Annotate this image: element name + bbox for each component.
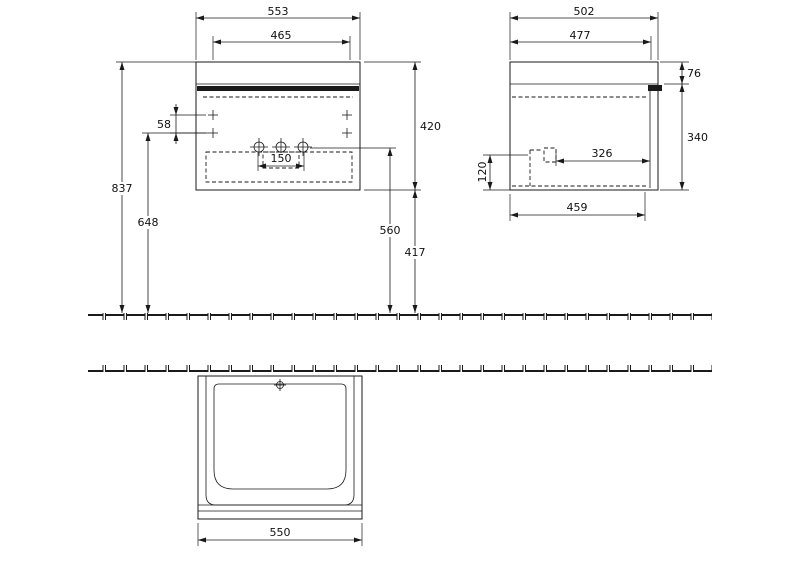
plan-tap-hole [274, 379, 286, 391]
dimension-front-inner-width: 465 [212, 29, 351, 60]
dimension-label: 459 [567, 201, 588, 214]
dimension-front-floor-clearance: 417 [402, 190, 428, 313]
dimension-label: 550 [270, 526, 291, 539]
side-handle-profile [648, 85, 662, 91]
plan-view [197, 375, 363, 520]
floor-hatch-line [88, 313, 712, 320]
dimension-label: 648 [138, 216, 159, 229]
front-view [195, 61, 361, 191]
dimension-side-recess-height: 120 [476, 154, 528, 191]
dimension-front-tap-hole-spacing: 150 [257, 152, 305, 171]
dimension-front-tap-height: 560 [310, 147, 403, 313]
plan-countertop-outline [205, 376, 355, 506]
dimension-label: 58 [157, 118, 171, 131]
front-tap-holes [250, 138, 312, 156]
dimension-front-mounting-height: 648 [135, 132, 208, 313]
dimension-front-top-edge-height: 837 [109, 61, 196, 313]
dimension-label: 560 [380, 224, 401, 237]
dimension-label: 120 [476, 162, 489, 183]
plan-cabinet-outline [197, 375, 363, 520]
dimension-label: 417 [405, 246, 426, 259]
dimension-label: 553 [268, 5, 289, 18]
dimension-side-inner-clear-depth: 326 [555, 147, 650, 166]
dimension-label: 340 [687, 131, 708, 144]
dimension-front-overall-width: 553 [195, 5, 361, 60]
dimension-side-top-section-height: 76 [660, 61, 701, 85]
front-cabinet-outline [195, 61, 361, 191]
dimension-label: 465 [271, 29, 292, 42]
side-cabinet-outline [509, 61, 659, 191]
dimension-label: 326 [592, 147, 613, 160]
plan-basin-outline [213, 383, 347, 490]
dimension-side-bottom-depth: 459 [509, 192, 646, 221]
dimension-label: 76 [687, 67, 701, 80]
wall-hatch-line [88, 365, 712, 372]
dimension-front-cabinet-height: 420 [364, 61, 441, 191]
front-handle-strip [197, 86, 359, 91]
front-mounting-marks [208, 110, 352, 138]
dimension-label: 420 [420, 120, 441, 133]
side-interior-dashed [512, 96, 648, 187]
dimension-front-mounting-offset: 58 [157, 104, 206, 144]
dimension-side-overall-depth: 502 [509, 5, 659, 60]
dimension-label: 150 [271, 152, 292, 165]
dimension-label: 837 [112, 182, 133, 195]
dimension-side-front-height: 340 [660, 84, 708, 191]
side-view [509, 61, 662, 191]
dimension-plan-overall-width: 550 [197, 523, 363, 546]
dimension-label: 477 [570, 29, 591, 42]
dimension-label: 502 [574, 5, 595, 18]
dimension-side-inner-depth: 477 [510, 29, 652, 60]
